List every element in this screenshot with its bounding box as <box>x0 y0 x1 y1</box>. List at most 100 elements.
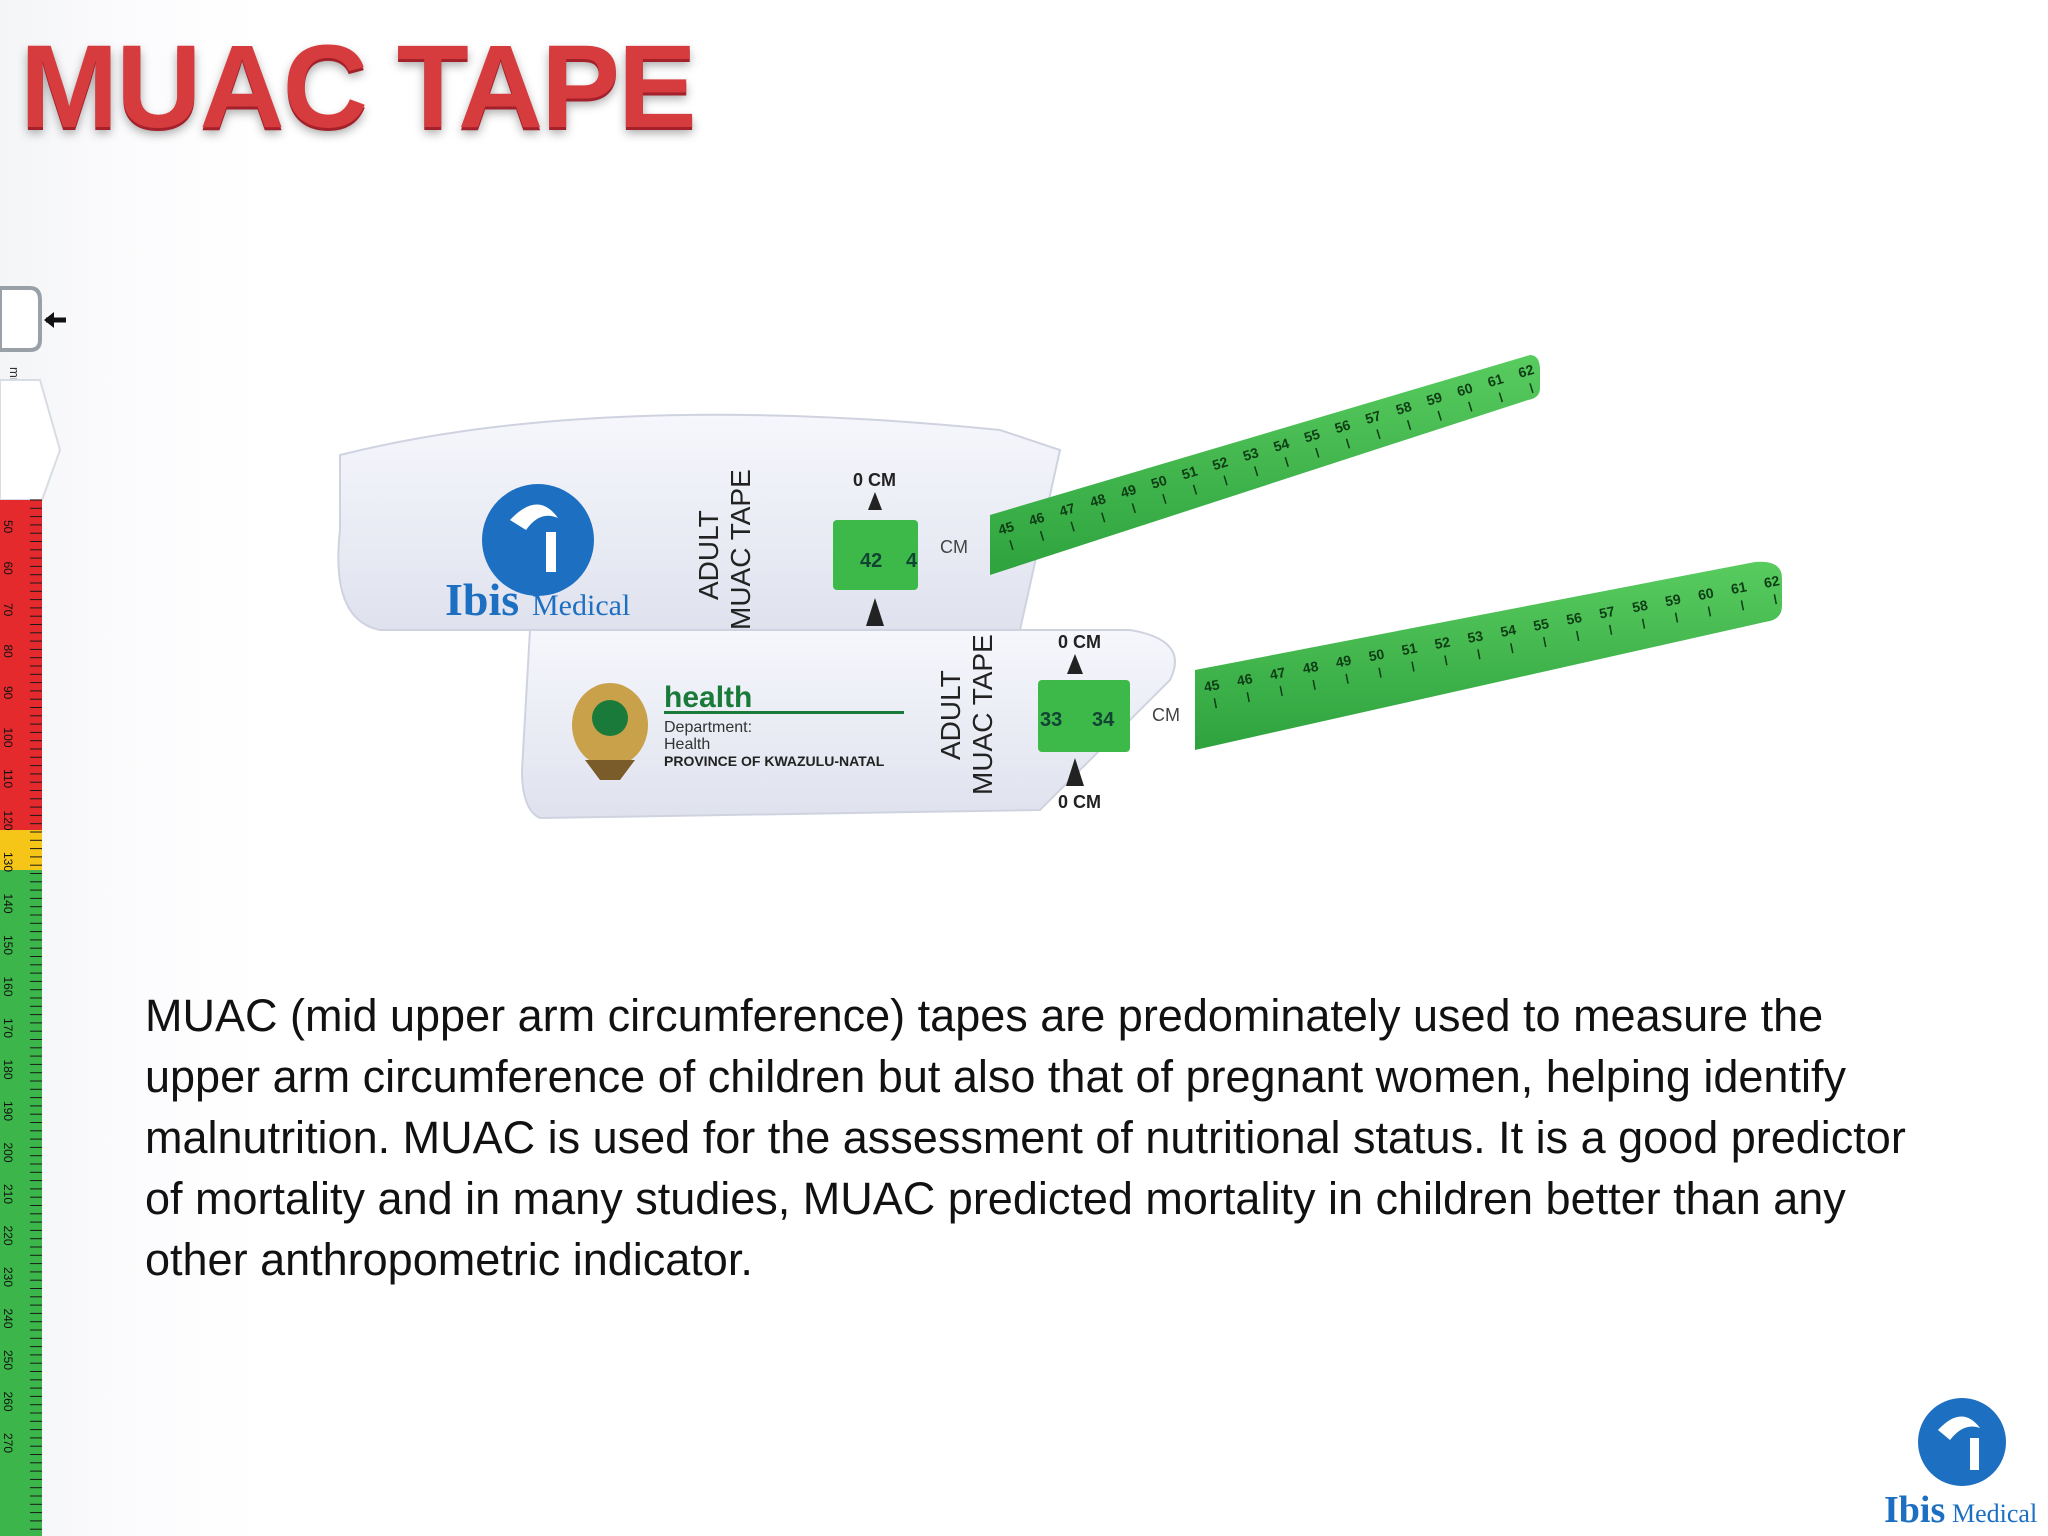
ruler-tick-label: 230 <box>1 1267 15 1287</box>
tape-1-brand: Ibis <box>445 574 519 625</box>
ibis-logo-icon <box>1918 1398 2006 1486</box>
tape-2-green-strip <box>1195 561 1782 750</box>
tape-scale-tick <box>1477 649 1481 660</box>
tape-scale-label: 54 <box>1499 621 1518 640</box>
tape-scale-tick <box>1406 420 1412 431</box>
tape-2-zero-top: 0 CM <box>1058 632 1101 652</box>
ruler-tick-label: 110 <box>1 769 15 788</box>
tape-scale-label: 49 <box>1334 652 1353 671</box>
tape-scale-tick <box>1345 673 1349 684</box>
tape-scale-tick <box>1740 600 1745 611</box>
tape-scale-label: 54 <box>1271 435 1291 455</box>
tape-scale-tick <box>1437 410 1442 421</box>
tape-1-window-right: 4 <box>906 550 918 572</box>
tape-scale-label: 60 <box>1455 379 1475 399</box>
tape-scale-tick <box>1510 643 1514 654</box>
ibis-logo-icon <box>482 484 594 596</box>
tape-scale-tick <box>1213 698 1218 709</box>
province-crest-icon <box>572 683 648 780</box>
tape-scale-label: 53 <box>1466 627 1485 646</box>
tape-scale-label: 49 <box>1119 481 1139 501</box>
tape-2-window <box>1038 680 1130 752</box>
tape-1-label-line2: MUAC TAPE <box>725 469 756 630</box>
tape-scale-tick <box>1162 493 1167 504</box>
ruler-tick-label: 150 <box>1 935 15 955</box>
tape-scale-label: 58 <box>1394 398 1414 418</box>
tape-2-dept-line2: Health <box>664 736 710 753</box>
tape-scale-tick <box>1529 383 1534 394</box>
tape-scale-label: 47 <box>1057 499 1077 519</box>
ruler-tick-label: 190 <box>1 1101 15 1121</box>
ruler-tick-label: 120 <box>1 811 15 831</box>
ruler-tick-label: 240 <box>1 1309 15 1329</box>
tape-scale-tick <box>1223 475 1228 486</box>
ruler-tick-label: 270 <box>1 1433 15 1453</box>
tape-scale-label: 61 <box>1486 370 1506 390</box>
tape-scale-label: 52 <box>1210 453 1230 473</box>
tape-scale-tick <box>1131 503 1136 514</box>
tape-scale-tick <box>1707 606 1712 617</box>
tape-scale-tick <box>1312 679 1316 690</box>
footer-ibis-logo: Ibis Medical <box>1884 1398 2037 1531</box>
tape-scale-tick <box>1279 685 1283 697</box>
tape-scale-label: 55 <box>1532 615 1551 634</box>
ruler-tick-label: 250 <box>1 1350 15 1370</box>
tape-2-window-left: 33 <box>1040 709 1062 731</box>
tape-scale-tick <box>1315 447 1320 458</box>
tape-scale-label: 57 <box>1598 603 1617 622</box>
tape-scale-label: 51 <box>1400 640 1419 659</box>
tape-scale-label: 61 <box>1730 578 1749 597</box>
tape-scale-tick <box>1674 612 1679 623</box>
tape-1-green-strip <box>990 355 1540 575</box>
tape-scale-label: 50 <box>1367 646 1386 665</box>
tape-scale-label: 47 <box>1268 664 1287 683</box>
tape-2-cm-label: CM <box>1152 705 1180 725</box>
tape-1-window-left: 42 <box>860 550 882 572</box>
tape-scale-label: 52 <box>1433 633 1452 652</box>
tape-scale-label: 46 <box>1027 509 1047 529</box>
tape-1-window <box>833 520 918 590</box>
ruler-tick-label: 180 <box>1 1060 15 1080</box>
tape-scale-label: 48 <box>1088 490 1108 510</box>
tape-scale-label: 62 <box>1763 572 1782 591</box>
ruler-tick-label: 100 <box>1 728 15 748</box>
tape-2-window-right: 34 <box>1092 709 1115 731</box>
tape-scale-label: 46 <box>1235 670 1254 689</box>
tape-scale-tick <box>1192 484 1198 495</box>
footer-brand: Ibis <box>1884 1489 1945 1531</box>
ruler-tick-label: 200 <box>1 1143 15 1163</box>
tape-scale-tick <box>1411 661 1415 672</box>
tape-scale-tick <box>1608 624 1613 635</box>
tape-scale-label: 58 <box>1631 597 1650 616</box>
tape-scale-label: 59 <box>1664 591 1683 610</box>
tape-scale-label: 56 <box>1565 609 1584 628</box>
tape-scale-tick <box>1253 466 1259 477</box>
ruler-tick-label: 70 <box>1 603 15 617</box>
tape-scale-tick <box>1246 692 1250 703</box>
tape-scale-label: 51 <box>1180 463 1200 483</box>
tape-1-brand-suffix: Medical <box>532 589 630 622</box>
ruler-tick-label: 140 <box>1 894 15 914</box>
tape-scale-tick <box>1773 594 1778 605</box>
tape-scale-label: 57 <box>1363 407 1383 427</box>
tape-scale-tick <box>1543 637 1547 648</box>
tape-2-label-line2: MUAC TAPE <box>967 634 998 795</box>
tape-scale-tick <box>1101 512 1106 523</box>
tape-scale-tick <box>1378 667 1382 678</box>
tape-scale-label: 60 <box>1697 584 1716 603</box>
footer-brand-suffix: Medical <box>1952 1499 2037 1528</box>
ruler-tick-labels: 5060708090100110120130140150160170180190… <box>1 520 15 1453</box>
tape-scale-tick <box>1039 530 1045 541</box>
tape-scale-tick <box>1284 456 1289 467</box>
side-ruler-image: mm 5060708090100110120130140150160170180… <box>0 286 66 1536</box>
tape-2-dept-line1: Department: <box>664 719 752 736</box>
ruler-tick-label: 260 <box>1 1392 15 1412</box>
slide-paragraph: MUAC (mid upper arm circumference) tapes… <box>145 990 1906 1285</box>
tape-scale-label: 53 <box>1241 444 1261 464</box>
tape-2-province: PROVINCE OF KWAZULU-NATAL <box>664 753 885 769</box>
tape-scale-tick <box>1070 521 1075 532</box>
tape-scale-label: 62 <box>1516 361 1536 381</box>
